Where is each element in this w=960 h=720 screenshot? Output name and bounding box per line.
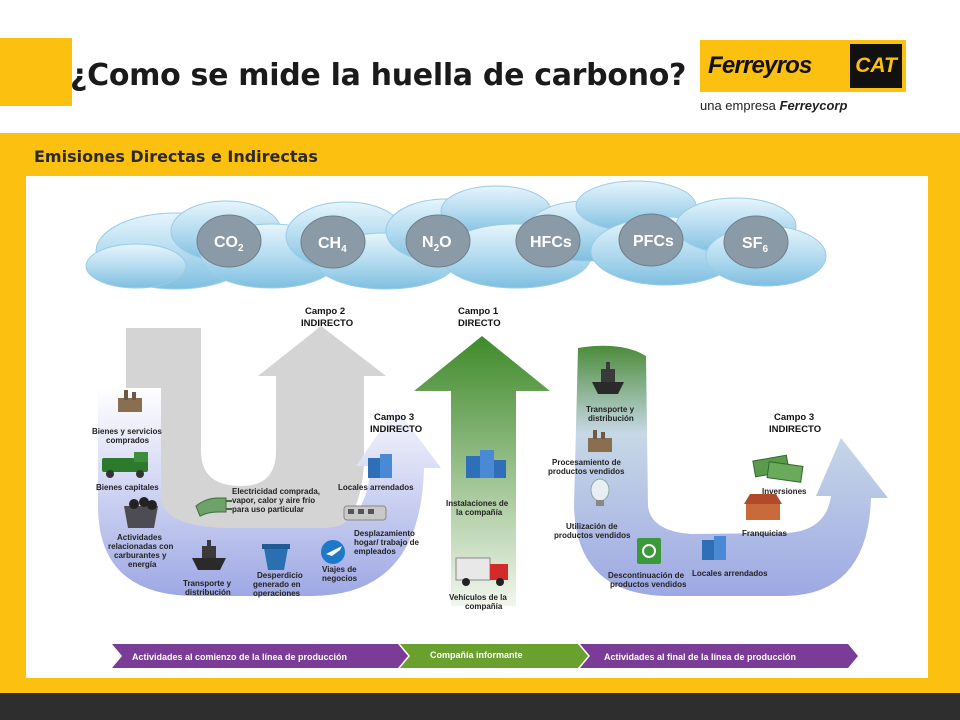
item-locales-left: Locales arrendados: [338, 483, 414, 492]
item-vehiculos-line2: compañía: [465, 602, 503, 611]
campo1-label-line2: DIRECTO: [458, 318, 501, 329]
value-chain-bar: Actividades al comienzo de la línea de p…: [112, 644, 858, 668]
item-transporte-right-line2: distribución: [588, 414, 634, 423]
campo3-right-label-line1: Campo 3: [774, 412, 814, 423]
ship-icon-left: [192, 540, 226, 570]
factory-icon-right: [588, 430, 612, 452]
trash-bin-icon: [262, 544, 290, 570]
item-transporte-right-line1: Transporte y: [586, 405, 635, 414]
item-desplazamiento-line3: empleados: [354, 547, 396, 556]
item-actividades-line1: Actividades: [117, 533, 162, 542]
reporting-company-bar-segment: [400, 644, 588, 668]
ship-icon-right: [592, 362, 624, 394]
item-procesamiento-line1: Procesamiento de: [552, 458, 621, 467]
svg-text:CO2: CO2: [214, 234, 244, 254]
campo3-left-label-line1: Campo 3: [374, 412, 414, 423]
delivery-truck-icon: [455, 557, 508, 586]
cat-logo: CAT: [850, 44, 902, 88]
factory-icon: [118, 390, 142, 412]
diagram-panel: CO2 CH4 N2O HFCs PFCs SF6 Campo 2 INDIRE…: [26, 176, 928, 678]
truck-icon: [102, 452, 148, 478]
item-bienes-servicios-line2: comprados: [106, 436, 150, 445]
svg-text:N2O: N2O: [422, 234, 452, 254]
item-utilizacion-line1: Utilización de: [566, 522, 618, 531]
item-desperdicio-line1: Desperdicio: [257, 571, 303, 580]
bar-label-center: Compañía informante: [430, 650, 523, 660]
item-bienes-capitales: Bienes capitales: [96, 483, 159, 492]
item-utilizacion-line2: productos vendidos: [554, 531, 631, 540]
logo-tagline-prefix: una empresa: [700, 98, 780, 113]
upstream-bar-segment: [112, 644, 408, 668]
gas-circle-pfcs: PFCs: [618, 213, 684, 267]
carbon-footprint-diagram: CO2 CH4 N2O HFCs PFCs SF6 Campo 2 INDIRE…: [85, 180, 888, 668]
item-transporte-left-line2: distribución: [185, 588, 231, 597]
building-icon-left: [368, 454, 392, 478]
campo2-label-line1: Campo 2: [305, 306, 345, 317]
item-descontinuacion-line2: productos vendidos: [610, 580, 687, 589]
item-actividades-line2: relacionadas con: [108, 542, 173, 551]
item-actividades-line4: energía: [128, 560, 157, 569]
building-icon-right: [702, 536, 726, 560]
item-bienes-servicios-line1: Bienes y servicios: [92, 427, 162, 436]
item-electricidad-line1: Electricidad comprada,: [232, 487, 320, 496]
downstream-bar-segment: [580, 644, 858, 668]
office-building-icon: [466, 450, 506, 478]
svg-text:HFCs: HFCs: [530, 234, 572, 251]
page-title: ¿Como se mide la huella de carbono?: [70, 58, 687, 93]
gas-circle-co2: CO2: [196, 214, 262, 268]
gas-circle-hfcs: HFCs: [515, 214, 581, 268]
item-descontinuacion-line1: Descontinuación de: [608, 571, 685, 580]
item-franquicias: Franquicias: [742, 529, 787, 538]
svg-text:SF6: SF6: [742, 235, 768, 255]
svg-text:CH4: CH4: [318, 235, 347, 255]
item-procesamiento-line2: productos vendidos: [548, 467, 625, 476]
bar-label-right: Actividades al final de la línea de prod…: [604, 652, 796, 662]
item-vehiculos-line1: Vehículos de la: [449, 593, 507, 602]
svg-text:PFCs: PFCs: [633, 233, 674, 250]
airplane-icon: [321, 540, 345, 564]
item-electricidad-line3: para uso particular: [232, 505, 304, 514]
plug-icon: [195, 497, 232, 517]
item-viajes-line2: negocios: [322, 574, 358, 583]
item-inversiones: Inversiones: [762, 487, 807, 496]
money-icon: [752, 454, 804, 483]
item-instalaciones-line1: Instalaciones de: [446, 499, 509, 508]
gas-circle-ch4: CH4: [300, 215, 366, 269]
recycle-bin-icon: [637, 538, 661, 564]
section-subtitle: Emisiones Directas e Indirectas: [34, 147, 318, 166]
item-desplazamiento-line1: Desplazamiento: [354, 529, 415, 538]
logo-name: Ferreyros: [708, 52, 812, 79]
logo-tagline: una empresa Ferreycorp: [700, 98, 847, 113]
accent-square: [0, 38, 72, 106]
coal-cart-icon: [124, 497, 158, 528]
downstream-u-arrow: [574, 345, 888, 596]
train-icon: [343, 505, 387, 521]
item-electricidad-line2: vapor, calor y aire frío: [232, 496, 315, 505]
gas-circle-n2o: N2O: [405, 214, 471, 268]
item-locales-right: Locales arrendados: [692, 569, 768, 578]
item-desplazamiento-line2: hogar/ trabajo de: [354, 538, 419, 547]
item-actividades-line3: carburantes y: [114, 551, 167, 560]
bar-label-left: Actividades al comienzo de la línea de p…: [132, 652, 347, 662]
campo1-label-line1: Campo 1: [458, 306, 499, 317]
item-desperdicio-line3: operaciones: [253, 589, 301, 598]
gas-circle-sf6: SF6: [723, 215, 789, 269]
campo3-left-label-line2: INDIRECTO: [370, 424, 422, 435]
item-desperdicio-line2: generado en: [253, 580, 301, 589]
item-instalaciones-line2: la compañía: [456, 508, 503, 517]
campo3-right-label-line2: INDIRECTO: [769, 424, 821, 435]
upstream-u-arrow: [98, 388, 441, 596]
footer-bar: [0, 693, 960, 720]
logo-tagline-brand: Ferreycorp: [779, 98, 848, 113]
franchise-store-icon: [744, 494, 782, 520]
item-viajes-line1: Viajes de: [322, 565, 357, 574]
item-transporte-left-line1: Transporte y: [183, 579, 232, 588]
lightbulb-icon: [590, 478, 610, 506]
ferreyros-logo: Ferreyros CAT: [700, 40, 906, 92]
campo2-label-line2: INDIRECTO: [301, 318, 353, 329]
campo2-grey-arrow: [126, 326, 386, 566]
